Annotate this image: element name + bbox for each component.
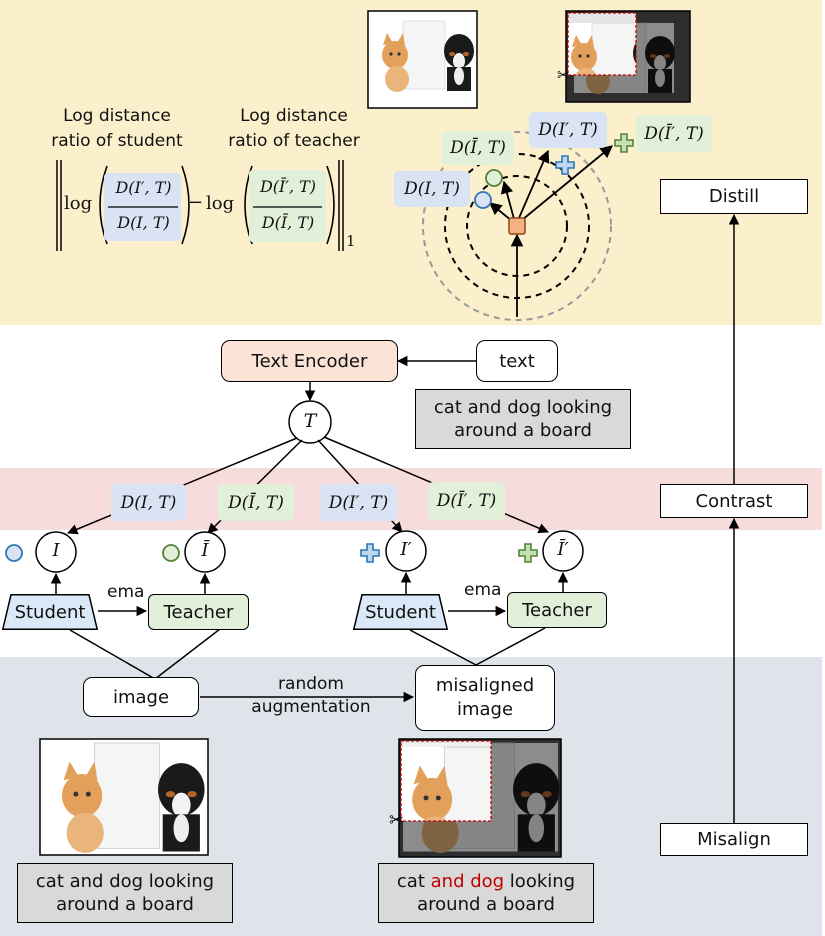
bottom-original-image [39,738,209,856]
log-word-student: log [64,193,93,214]
tag-d-ip-t-top: D(I′, T) [529,112,607,148]
caption-left-box: cat and dog looking around a board [17,863,233,923]
student-outline-left [2,594,98,630]
t-node [288,400,332,444]
score-student-circle-icon [5,544,23,562]
teacher-model-right: Teacher [507,592,607,628]
teacher-numerator: D(Ī′, T) [259,177,317,196]
norm-subscript: 1 [346,232,356,250]
score-tag-d-i-t: D(I, T) [111,484,186,521]
teacher-ratio-label: Log distance ratio of teacher [228,106,360,151]
misaligned-image-box: misaligned image [415,665,555,731]
text-encoder-box: Text Encoder [221,340,398,382]
ema-label-right: ema [464,580,502,600]
score-node-label-ibar: Ī [201,540,209,561]
student-numerator: D(I′, T) [115,178,172,197]
score-tag-d-ibarp-t: D(Ī′, T) [428,482,505,520]
distill-step-box: Distill [660,179,808,214]
score-student-cross-icon [360,543,380,563]
teacher-denominator: D(Ī, T) [261,213,315,232]
student-model-right: Student [353,594,448,630]
minus-sign: − [188,192,204,213]
t-node-label: T [303,410,317,432]
model-output-arrows [50,571,569,594]
score-teacher-circle-icon [162,544,180,562]
teacher-ratio-highlight [249,170,326,242]
tag-d-ibarp-t-top: D(Ī′, T) [636,115,712,152]
score-node-label-i: I [52,540,60,561]
score-node-ibarp [542,530,584,572]
teacher-circle-icon [485,169,503,187]
score-node-ip [385,530,427,572]
score-node-i [35,531,77,573]
teacher-model-left: Teacher [148,594,249,630]
student-denominator: D(I, T) [117,213,170,232]
misalign-step-box: Misalign [660,823,808,856]
misaligned-words: and dog [430,871,505,892]
top-scissors-icon: ✂ [557,66,570,84]
text-caption-box: cat and dog looking around a board [415,389,631,449]
caption-right-box: cat and dog looking around a board [378,863,594,923]
text-square-icon [508,217,526,235]
image-to-model-lines [69,627,546,680]
score-node-label-ibarp: Ī′ [557,539,569,560]
score-node-label-ip: I′ [400,539,412,560]
tag-d-i-t-top: D(I, T) [394,171,470,207]
bottom-scissors-icon: ✂ [389,810,404,831]
text-input-box: text [476,340,558,382]
contrast-step-box: Contrast [660,484,808,518]
embedding-vectors [489,145,613,317]
image-box: image [83,677,199,717]
score-tag-d-ibar-t: D(Ī, T) [218,484,294,521]
teacher-cross-icon [614,133,634,153]
score-tag-d-ip-t: D(I′, T) [320,484,397,521]
score-teacher-cross-icon [518,543,538,563]
top-original-image [367,10,478,109]
student-outline-right [353,594,448,630]
student-cross-icon [555,155,575,175]
ema-label-left: ema [107,582,145,602]
student-circle-icon [474,191,492,209]
augmentation-label: random augmentation [251,674,371,717]
student-model-left: Student [2,594,98,630]
score-node-ibar [184,531,226,573]
log-word-teacher: log [206,193,235,214]
tag-d-ibar-t-top: D(Ī, T) [442,131,514,165]
top-misaligned-image [565,10,691,103]
norm-bars [56,160,344,251]
student-ratio-label: Log distance ratio of student [51,106,183,151]
bottom-misaligned-image [398,738,562,858]
